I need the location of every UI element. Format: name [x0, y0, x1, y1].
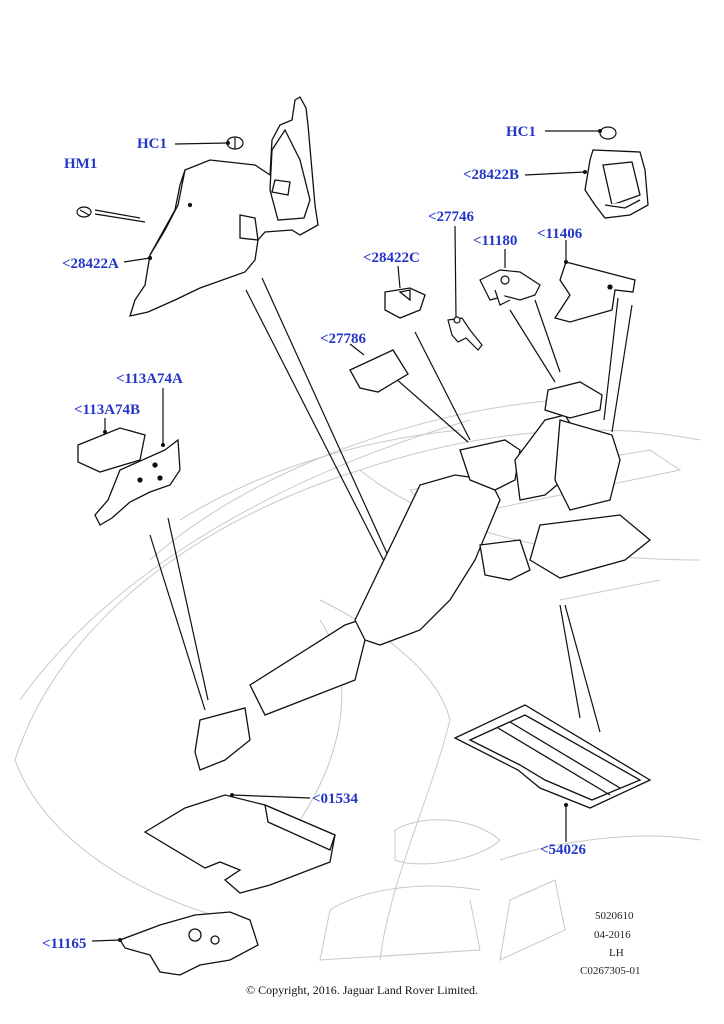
part-113a74-trim-assembly [77, 427, 181, 526]
part-01534-floor-mat [143, 794, 336, 894]
callout-28422a[interactable]: <28422A [62, 256, 119, 272]
copyright-notice: © Copyright, 2016. Jaguar Land Rover Lim… [245, 983, 479, 997]
part-28422a-trim-panel [129, 96, 319, 317]
diagram-side: LH [609, 947, 624, 959]
callout-hc1-left[interactable]: HC1 [137, 136, 167, 152]
callout-11406[interactable]: <11406 [537, 226, 583, 242]
diagram-code: 5020610 [595, 910, 634, 922]
callout-01534[interactable]: <01534 [312, 791, 359, 807]
part-main-floor-assembly [194, 381, 652, 771]
callout-27746[interactable]: <27746 [428, 209, 475, 225]
callout-hc1-right[interactable]: HC1 [506, 124, 536, 140]
part-11165-tunnel-insulator [119, 911, 259, 976]
leader-lines [91, 130, 633, 942]
callout-28422b[interactable]: <28422B [463, 167, 520, 183]
callout-hm1[interactable]: HM1 [64, 156, 98, 172]
callout-27786[interactable]: <27786 [320, 331, 367, 347]
leader-dots [103, 129, 602, 942]
diagram-date: 04-2016 [594, 929, 631, 941]
diagram-figure-id: C0267305-01 [580, 965, 641, 977]
callout-54026[interactable]: <54026 [540, 842, 587, 858]
callout-11180[interactable]: <11180 [473, 233, 518, 249]
callout-113a74a[interactable]: <113A74A [116, 371, 183, 387]
part-hc1-clip-right [599, 126, 617, 140]
part-28422c-cover [384, 287, 426, 319]
part-hm1-fastener [76, 206, 92, 218]
part-27746-bracket [447, 316, 483, 351]
part-11406-panel [553, 261, 636, 323]
callout-28422c[interactable]: <28422C [363, 250, 420, 266]
part-54026-load-floor [453, 704, 652, 809]
part-11180-latch [479, 269, 541, 306]
callout-11165[interactable]: <11165 [42, 936, 87, 952]
part-27786-pad [349, 349, 409, 393]
callout-113a74b[interactable]: <113A74B [74, 402, 141, 418]
part-28422b-wheel-arch-trim [584, 149, 649, 219]
